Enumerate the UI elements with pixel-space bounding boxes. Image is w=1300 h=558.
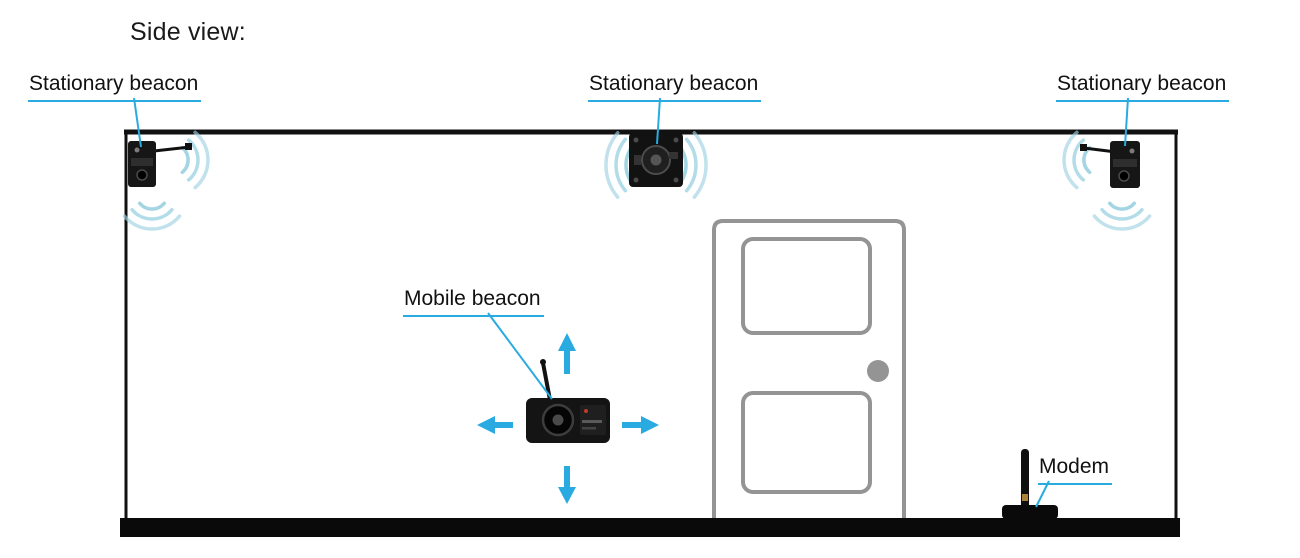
- signal-arc: [130, 207, 174, 221]
- beacon-led: [134, 147, 140, 153]
- leader-modem: [1035, 480, 1050, 508]
- beacon-screw: [633, 177, 639, 183]
- label-mobile-beacon: Mobile beacon: [403, 287, 544, 317]
- beacon-antenna-tip: [1080, 144, 1087, 151]
- arrow-left-icon: [477, 416, 495, 434]
- callout-leader-lines: [133, 97, 1129, 508]
- signal-arc: [193, 130, 210, 190]
- label-stationary-beacon-right: Stationary beacon: [1056, 72, 1230, 102]
- leader-mobile-beacon: [487, 312, 553, 400]
- leader-stationary-center: [656, 97, 661, 145]
- leader-stationary-right: [1124, 97, 1129, 147]
- page-title: Side view:: [130, 18, 246, 46]
- beacon-screw: [673, 177, 679, 183]
- signal-arc: [1100, 207, 1144, 221]
- signal-arc: [614, 137, 628, 193]
- stationary-beacon-right-device: [1080, 141, 1140, 188]
- beacon-component: [669, 152, 678, 159]
- beacon-print: [582, 427, 596, 430]
- beacon-component: [1113, 159, 1137, 167]
- arrow-down-icon: [558, 487, 576, 504]
- signal-arc: [1092, 214, 1152, 231]
- leader-stationary-left: [133, 97, 142, 148]
- beacon-antenna: [153, 145, 191, 153]
- signal-arcs-left-beacon: [122, 130, 210, 231]
- signal-arc: [684, 137, 698, 193]
- signal-arcs-right-beacon: [1062, 130, 1152, 231]
- room-outline: [124, 129, 1178, 520]
- mobile-beacon-device: [526, 359, 610, 443]
- beacon-antenna-tip: [540, 359, 546, 365]
- modem-device: [1002, 449, 1058, 519]
- door-frame: [712, 219, 906, 519]
- modem-base: [1002, 505, 1058, 519]
- beacon-transducer-center: [552, 414, 564, 426]
- arrow-right-icon: [641, 416, 659, 434]
- signal-arc: [1082, 145, 1092, 175]
- door-knob: [867, 360, 889, 382]
- label-stationary-beacon-center: Stationary beacon: [588, 72, 762, 102]
- beacon-component: [634, 155, 641, 165]
- modem-antenna-connector: [1022, 494, 1028, 501]
- label-modem: Modem: [1038, 455, 1113, 485]
- beacon-led: [584, 409, 588, 413]
- beacon-antenna-tip: [185, 143, 192, 150]
- beacon-print: [582, 420, 602, 423]
- beacon-sensor: [1118, 170, 1130, 182]
- arrow-up-icon: [558, 333, 576, 351]
- door: [712, 219, 906, 519]
- signal-arc: [1072, 138, 1086, 182]
- beacon-screw: [673, 137, 679, 143]
- stationary-beacon-left-device: [128, 141, 192, 187]
- signal-arc: [1062, 130, 1079, 190]
- beacon-screw: [633, 137, 639, 143]
- signal-arc: [180, 145, 190, 175]
- door-panel-bottom: [741, 391, 872, 494]
- beacon-transducer-center: [650, 154, 662, 166]
- signal-arc: [137, 201, 167, 211]
- signal-arc: [692, 131, 708, 199]
- signal-arc: [122, 214, 182, 231]
- beacon-led: [1129, 148, 1135, 154]
- beacon-component: [131, 158, 153, 166]
- door-panel-top: [741, 237, 872, 335]
- beacon-sensor: [136, 169, 148, 181]
- stationary-beacon-center-device: [629, 133, 683, 187]
- signal-arc: [186, 138, 200, 182]
- label-stationary-beacon-left: Stationary beacon: [28, 72, 202, 102]
- mobile-beacon-motion-arrows: [477, 333, 659, 504]
- signal-arc: [604, 131, 620, 199]
- floor: [120, 518, 1180, 537]
- signal-arc: [1107, 201, 1137, 211]
